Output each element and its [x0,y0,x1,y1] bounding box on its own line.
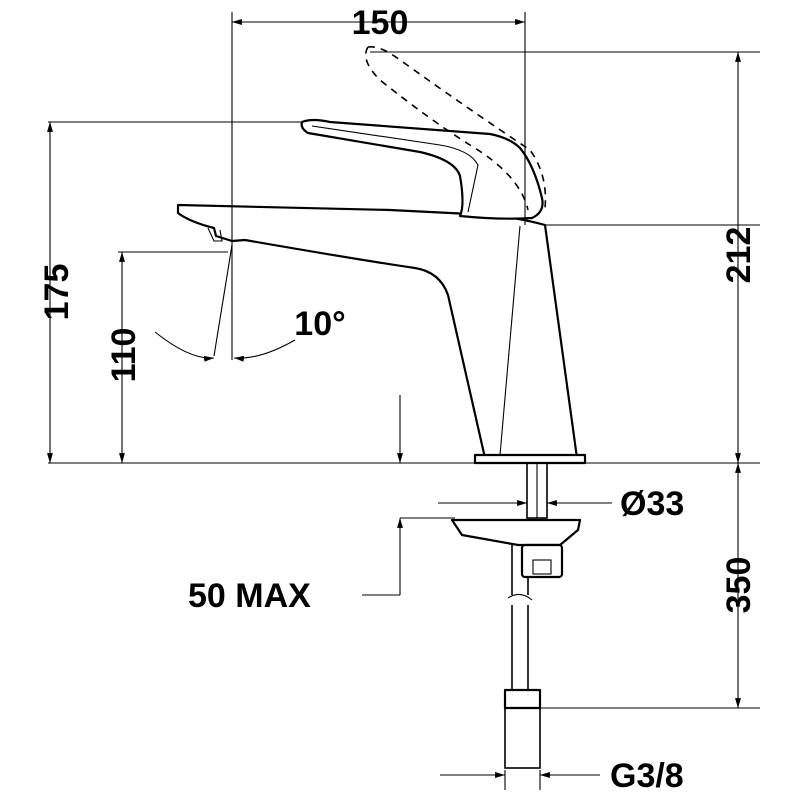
aerator [207,227,223,242]
under-counter-assembly [450,462,582,769]
lever-open-position [364,46,529,211]
lever-contour [311,125,479,213]
dimension-lines [47,12,760,790]
fixing-nut [520,543,564,579]
faucet-body [176,45,587,465]
dim-diameter-33: Ø33 [620,485,684,523]
dim-height-175: 175 [38,264,76,321]
body-contour [499,225,521,456]
lever-open-position-2 [367,45,547,209]
hose-fitting [503,688,542,710]
dim-thread-g38: G3/8 [610,757,684,795]
dim-length-350: 350 [720,557,758,614]
dim-50-max: 50 MAX [188,577,311,615]
lever-handle [300,118,544,220]
fixing-bracket [450,518,582,547]
dim-height-110: 110 [105,328,143,383]
dim-height-212: 212 [720,227,758,284]
base-plate [473,453,587,465]
dim-angle-10: 10° [294,305,345,343]
spout-body [176,203,579,460]
hose-thread [504,707,541,769]
dim-width-150: 150 [352,4,409,42]
supply-hose [511,545,529,690]
